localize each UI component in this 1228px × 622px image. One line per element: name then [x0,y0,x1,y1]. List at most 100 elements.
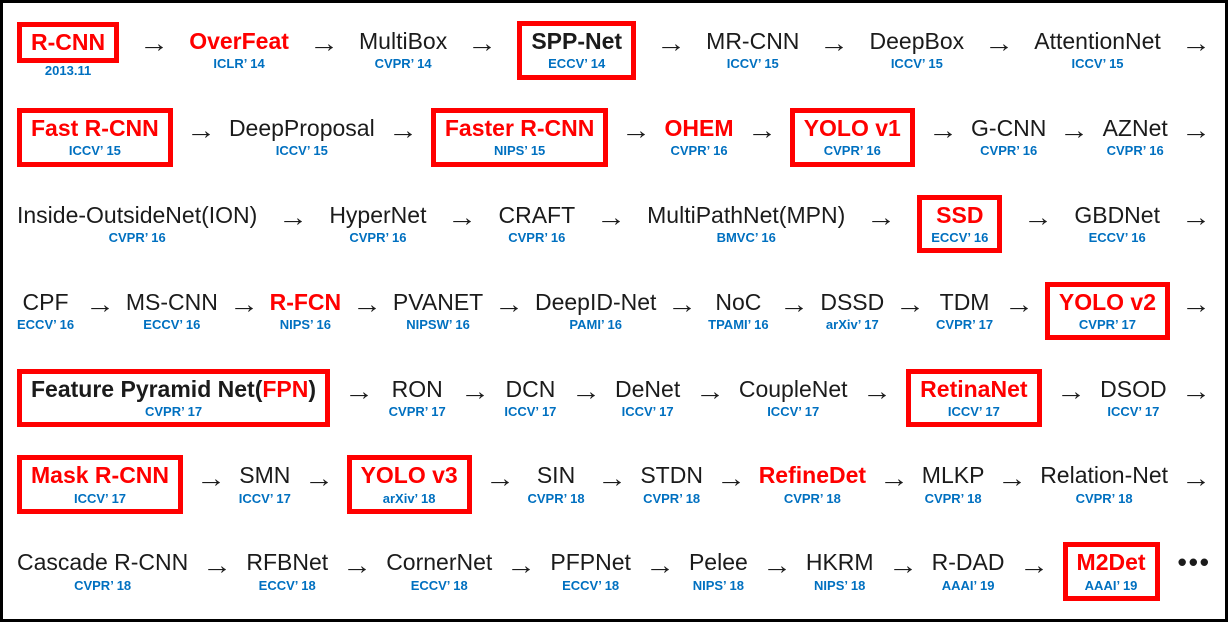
venue-label: CVPR’ 16 [108,230,166,246]
model-name: NoC [715,288,762,315]
model-name: RefineDet [758,462,867,489]
arrow-icon: → [597,462,628,493]
model-name: Pelee [688,549,748,576]
model-name: DeepProposal [228,114,375,141]
venue-label: CVPR’ 17 [936,317,994,332]
venue-label: CVPR’ 16 [823,143,881,159]
venue-label: ICCV’ 17 [621,403,674,419]
model-name: SIN [536,462,576,489]
model-name: CornerNet [386,549,493,576]
arrow-icon: → [746,115,777,146]
model-name: YOLO v2 [1058,288,1157,315]
arrow-icon: → [596,202,627,233]
model-name-part: Feature Pyramid Net( [31,375,263,402]
model-name: DeepBox [869,28,965,55]
venue-label: CVPR’ 18 [527,490,585,506]
arrow-icon: → [1055,375,1086,406]
arrow-icon: → [1180,375,1211,406]
model-name: R-FCN [269,288,342,315]
arrow-icon: → [984,28,1015,59]
arrow-icon: → [656,28,687,59]
arrow-icon: → [1059,115,1090,146]
model-name: Cascade R-CNN [17,549,189,576]
model-name: DCN [505,375,556,402]
venue-label: CVPR’ 14 [374,56,432,72]
arrow-icon: → [887,549,918,580]
venue-label: CVPR’ 18 [924,490,982,506]
venue-label: BMVC’ 16 [716,230,776,246]
arrow-icon: → [85,289,115,319]
venue-label: ICCV’ 17 [1107,403,1160,419]
arrow-icon: → [878,462,909,493]
arrow-icon: → [570,375,601,406]
model-name: MultiBox [359,28,448,55]
venue-label: CVPR’ 16 [980,143,1038,159]
model-name: CPF [22,288,69,315]
arrow-icon: → [494,289,525,319]
model-name: Feature Pyramid Net(FPN) [31,375,317,402]
arrow-icon: → [1180,28,1211,59]
venue-label: ICCV’ 15 [890,56,943,72]
venue-label: CVPR’ 18 [1075,490,1133,506]
model-name: AZNet [1102,114,1168,141]
arrow-icon: → [228,289,259,319]
venue-label: arXiv’ 18 [382,490,436,506]
venue-label: CVPR’ 16 [508,230,566,246]
arrow-icon: → [506,549,537,580]
model-name: SPP-Net [531,28,623,55]
model-name: Faster R-CNN [444,114,595,141]
arrow-icon: → [387,115,418,146]
model-name-highlight: FPN [262,375,309,402]
arrow-icon: → [715,462,746,493]
model-name: SSD [936,201,984,228]
arrow-icon: → [997,462,1028,493]
arrow-icon: → [1004,289,1034,319]
venue-label: ICCV’ 15 [1071,56,1124,72]
arrow-icon: → [303,462,334,493]
model-feature-pyramid-net-fpn: Feature Pyramid Net(FPN)CVPR’ 17 [17,368,331,428]
model-name: Relation-Net [1040,462,1169,489]
model-name: TDM [939,288,990,315]
model-name-part: ) [308,375,317,402]
venue-label: NIPS’ 18 [692,577,745,593]
arrow-icon: → [621,115,652,146]
venue-label: ICCV’ 17 [767,403,820,419]
venue-label: ICLR’ 14 [213,56,265,72]
arrow-icon: → [447,202,478,233]
model-name: OHEM [664,114,734,141]
arrow-icon: → [352,289,382,319]
venue-label: PAMI’ 16 [569,317,622,332]
model-name: YOLO v3 [360,462,458,489]
model-name: R-DAD [931,549,1005,576]
arrow-icon: → [484,462,515,493]
arrow-icon: → [185,115,216,146]
arrow-icon: → [761,549,792,580]
